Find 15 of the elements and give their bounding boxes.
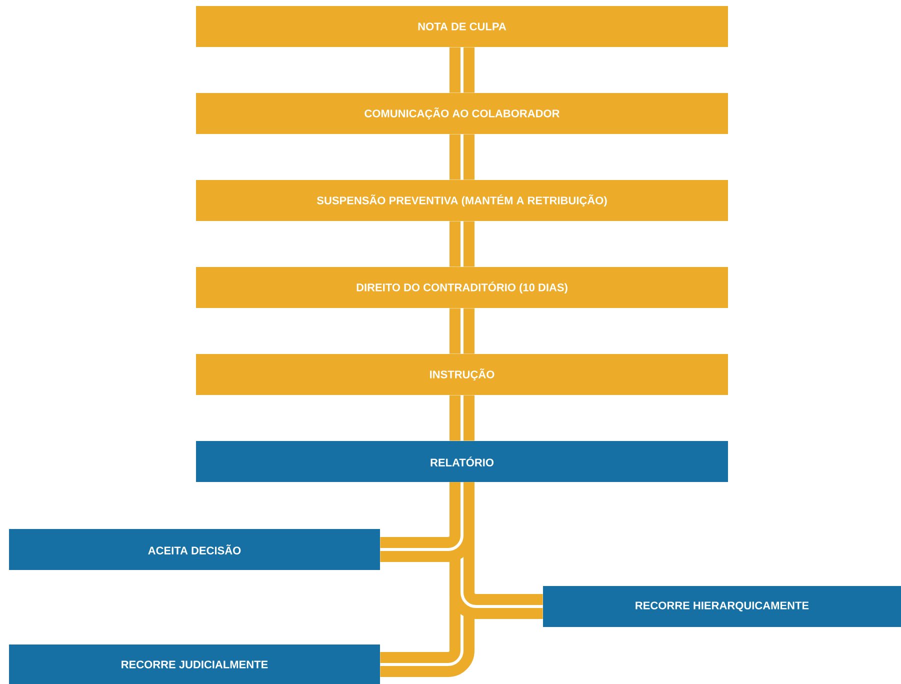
outcome-box: RECORRE HIERARQUICAMENTE xyxy=(543,586,901,627)
outcome-box: RECORRE JUDICIALMENTE xyxy=(9,644,380,684)
step-box: DIREITO DO CONTRADITÓRIO (10 DIAS) xyxy=(196,267,728,308)
connector xyxy=(450,134,474,180)
connector xyxy=(380,482,474,562)
connector xyxy=(450,221,474,267)
step-box: COMUNICAÇÃO AO COLABORADOR xyxy=(196,93,728,134)
connector xyxy=(450,395,474,441)
outcome-box: ACEITA DECISÃO xyxy=(9,529,380,570)
connector xyxy=(450,47,474,93)
connector xyxy=(450,308,474,354)
step-box: INSTRUÇÃO xyxy=(196,354,728,395)
outcome-box: RELATÓRIO xyxy=(196,441,728,482)
step-box: NOTA DE CULPA xyxy=(196,6,728,47)
step-box: SUSPENSÃO PREVENTIVA (MANTÉM A RETRIBUIÇÃO) xyxy=(196,180,728,221)
